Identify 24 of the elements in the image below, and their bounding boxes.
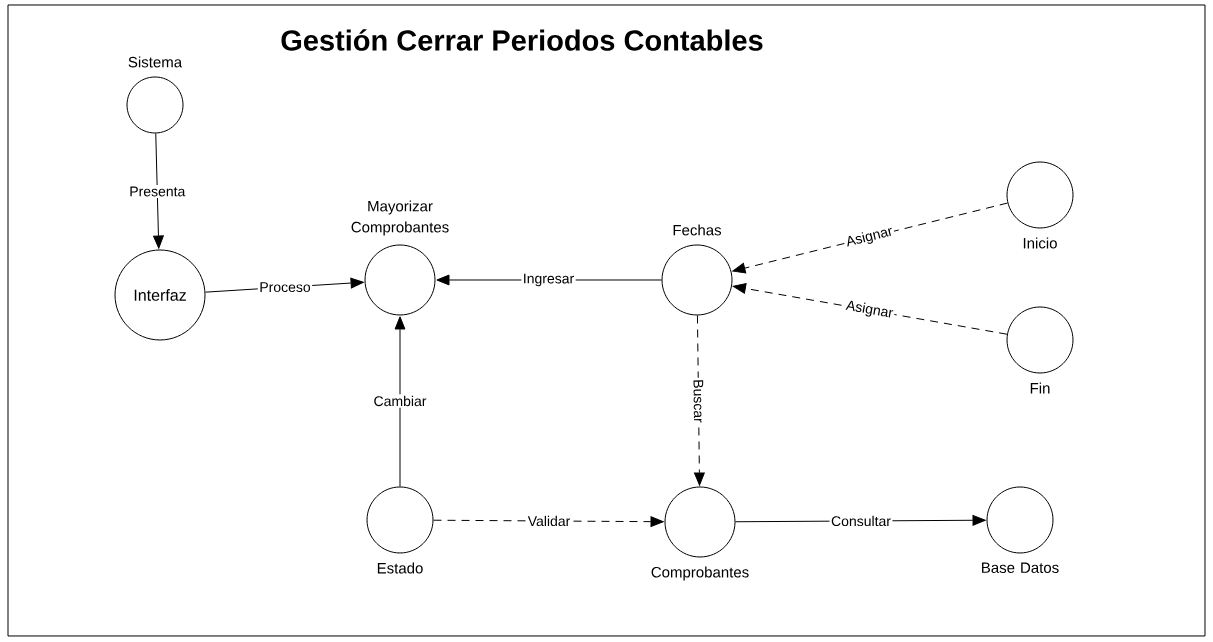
arrow [694,315,705,486]
edge-label: Asignar [843,223,896,252]
edge-label: Proceso [257,280,313,294]
edge-label: Buscar [691,377,706,425]
edge-label: Validar [526,514,572,528]
node-label: Fechas [673,224,722,236]
title: Gestión Cerrar Periodos Contables [281,29,763,51]
node-label: Mayorizar Comprobantes [351,200,449,236]
edge-label: Asignar [843,297,896,323]
edge-label: Ingresar [521,272,576,288]
arrow [394,316,406,487]
edge-label: Presenta [127,185,187,198]
arrow [153,133,164,249]
arrow [732,202,1008,274]
node-label: Base Datos [982,562,1059,573]
node-label: Fin [1030,382,1050,394]
node-label: Estado [377,562,423,574]
node-label: Sistema [128,56,183,68]
node-label: Comprobantes [651,566,749,581]
node-label: Inicio [1023,237,1057,249]
edge-label: Cambiar [372,394,428,408]
edge-label: Consultar [829,514,893,528]
arrow [433,516,664,528]
arrow [732,283,1008,335]
